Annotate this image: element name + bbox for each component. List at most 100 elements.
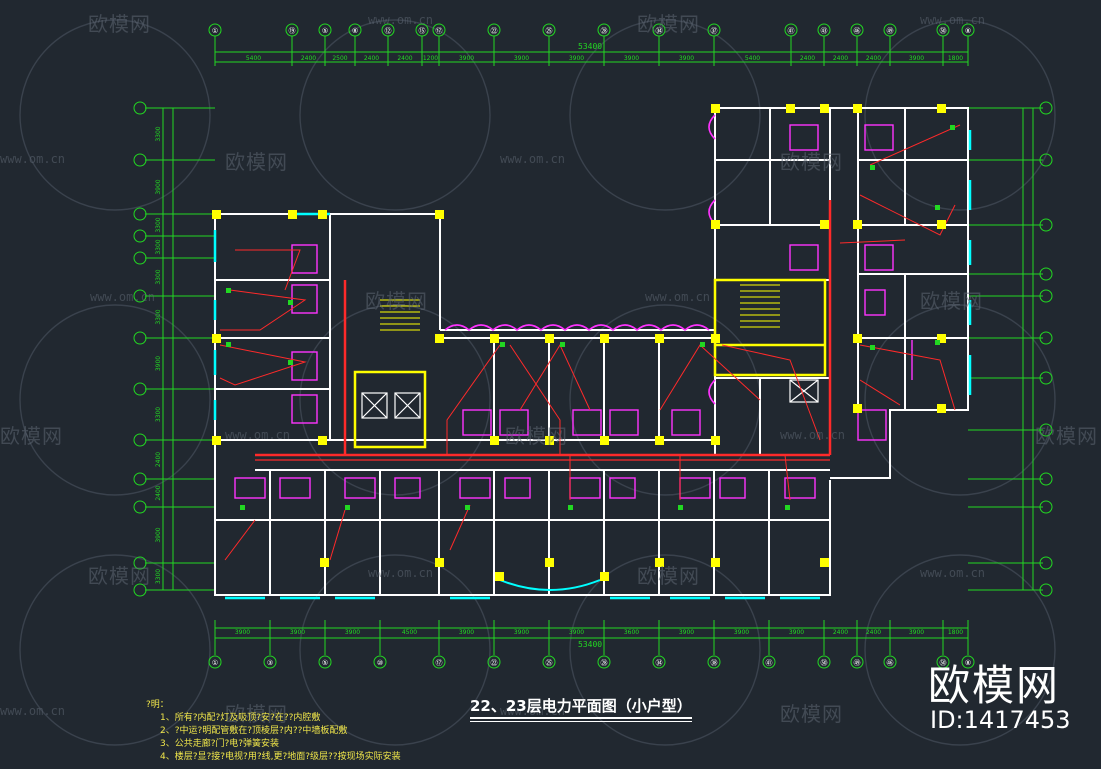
axis-label-bottom: ⑰ (436, 659, 443, 667)
dimension-bottom: 3900 (569, 629, 584, 636)
dimension-left: 3900 (155, 527, 162, 542)
elevator-cars (361, 379, 819, 419)
dimension-left: 2400 (155, 452, 162, 467)
dimension-top: 2400 (301, 55, 316, 62)
model-id: ID:1417453 (930, 706, 1071, 734)
watermark-domain: www.om.cn (368, 566, 434, 580)
watermark-domain: www.om.cn (920, 13, 986, 27)
watermark-brand: 欧模网 (920, 289, 983, 313)
note-item: 3、公共走廊?门?电?弹簧安装 (160, 739, 280, 749)
dimension-left: 3300 (155, 569, 162, 584)
watermark-brand: 欧模网 (225, 702, 288, 726)
watermark-domain: www.om.cn (225, 428, 291, 442)
dimension-left: 2400 (155, 485, 162, 500)
brand-logo-text: 欧模网 (928, 661, 1061, 710)
dimension-bottom: 3900 (235, 629, 250, 636)
side-axis-bubbles (133, 101, 1053, 597)
dimension-top: 3900 (459, 55, 474, 62)
dimension-bottom: 2400 (866, 629, 881, 636)
axis-label-top: ㊸ (821, 27, 828, 35)
axis-label-top: ㊶ (788, 27, 795, 35)
dimension-bottom: 3900 (679, 629, 694, 636)
drawing-title: 22、23层电力平面图（小户型） (470, 697, 692, 715)
axis-label-bottom: ③ (267, 659, 273, 667)
watermark-domain: www.om.cn (500, 704, 566, 718)
note-item: 2、?中运?明配管敷在?顶棱层?内??中墙板配敷 (160, 726, 348, 736)
axis-label-bottom: ㊻ (887, 659, 894, 667)
watermark-brand: 欧模网 (88, 12, 151, 36)
dimension-bottom: 3900 (514, 629, 529, 636)
watermark-brand: 欧模网 (0, 424, 63, 448)
dimension-left: 3300 (155, 239, 162, 254)
note-item: 4、楼层?显?接?电视?用?线,更?地面?级层??按现场实际安装 (160, 752, 401, 762)
dimension-top: 3900 (569, 55, 584, 62)
axis-label-bottom: ⑩ (377, 659, 383, 667)
stair-core (353, 278, 827, 449)
dimension-top: 3900 (514, 55, 529, 62)
axis-label-top: ⑧ (352, 27, 358, 35)
dimension-bottom: 3900 (345, 629, 360, 636)
dimension-left: 3900 (155, 179, 162, 194)
axis-label-top: ① (212, 27, 218, 35)
axis-label-bottom: ㊶ (766, 659, 773, 667)
dimension-bottom: 3900 (734, 629, 749, 636)
bathroom-fixtures (234, 124, 913, 499)
watermark-brand: 欧模网 (780, 702, 843, 726)
dimension-bottom: 4500 (402, 629, 417, 636)
axis-label-bottom: ㊳ (711, 659, 718, 667)
axis-label-bottom: ㊾ (854, 659, 861, 667)
axis-label-bottom: ⑧ (965, 659, 971, 667)
axis-label-bottom: ㊿ (821, 659, 828, 667)
dimension-top: 2400 (866, 55, 881, 62)
axis-label-bottom: ㊿ (940, 659, 947, 667)
watermark-domain: www.om.cn (920, 566, 986, 580)
bottom-axis-bubbles (208, 655, 975, 669)
watermark-domain: www.om.cn (780, 428, 846, 442)
dimension-bottom: 1800 (948, 629, 963, 636)
axis-label-top: ⑫ (385, 27, 392, 35)
watermark-brand: 欧模网 (88, 564, 151, 588)
side-dimension-lines (145, 107, 1043, 591)
axis-label-bottom: ㉕ (546, 659, 553, 667)
dimension-bottom: 2400 (833, 629, 848, 636)
axis-label-bottom: ㉘ (601, 659, 608, 667)
dimension-bottom: 3600 (624, 629, 639, 636)
stair-treads (380, 284, 780, 331)
dimension-left: 3300 (155, 407, 162, 422)
watermark-brand: 欧模网 (637, 564, 700, 588)
axis-label-top: ㉘ (601, 27, 608, 35)
axis-label-bottom: ① (212, 659, 218, 667)
dimension-top: 1800 (948, 55, 963, 62)
dimension-top: 2400 (364, 55, 379, 62)
watermark-brand: 欧模网 (637, 12, 700, 36)
dimension-top: 1200 (423, 55, 438, 62)
axis-label-top: ⑲ (289, 27, 296, 35)
axis-label-top: ㉞ (656, 27, 663, 35)
dimension-top: 3900 (909, 55, 924, 62)
dimension-left: 3300 (155, 217, 162, 232)
dimension-bottom: 3900 (459, 629, 474, 636)
outlet-markers (226, 125, 955, 510)
watermark-brand: 欧模网 (505, 424, 568, 448)
watermark-domain: www.om.cn (368, 13, 434, 27)
watermark-domain: www.om.cn (90, 290, 156, 304)
overall-dimension-top: 53400 (578, 42, 603, 51)
axis-label-top: ㊿ (940, 27, 947, 35)
axis-label-top: ㉒ (491, 27, 498, 35)
axis-label-bottom: ㉞ (656, 659, 663, 667)
dimension-top: 2400 (397, 55, 412, 62)
structural-columns (212, 104, 946, 581)
top-axis-bubbles (208, 23, 975, 37)
watermark-domain: www.om.cn (0, 704, 66, 718)
axis-label-top: ⑰ (436, 27, 443, 35)
dimension-top: 3900 (624, 55, 639, 62)
dimension-top: 5400 (246, 55, 261, 62)
dimension-left: 3300 (155, 126, 162, 141)
watermark-domain: www.om.cn (645, 290, 711, 304)
curved-window (499, 579, 601, 591)
dimension-bottom: 3900 (789, 629, 804, 636)
dimension-top: 2500 (332, 55, 347, 62)
design-notes: ?明： 1、所有?内配?灯及吸顶?安?在??内腔敷 2、?中运?明配管敷在?顶棱… (146, 699, 401, 764)
axis-label-top: ㊲ (711, 27, 718, 35)
building-walls (214, 107, 969, 596)
